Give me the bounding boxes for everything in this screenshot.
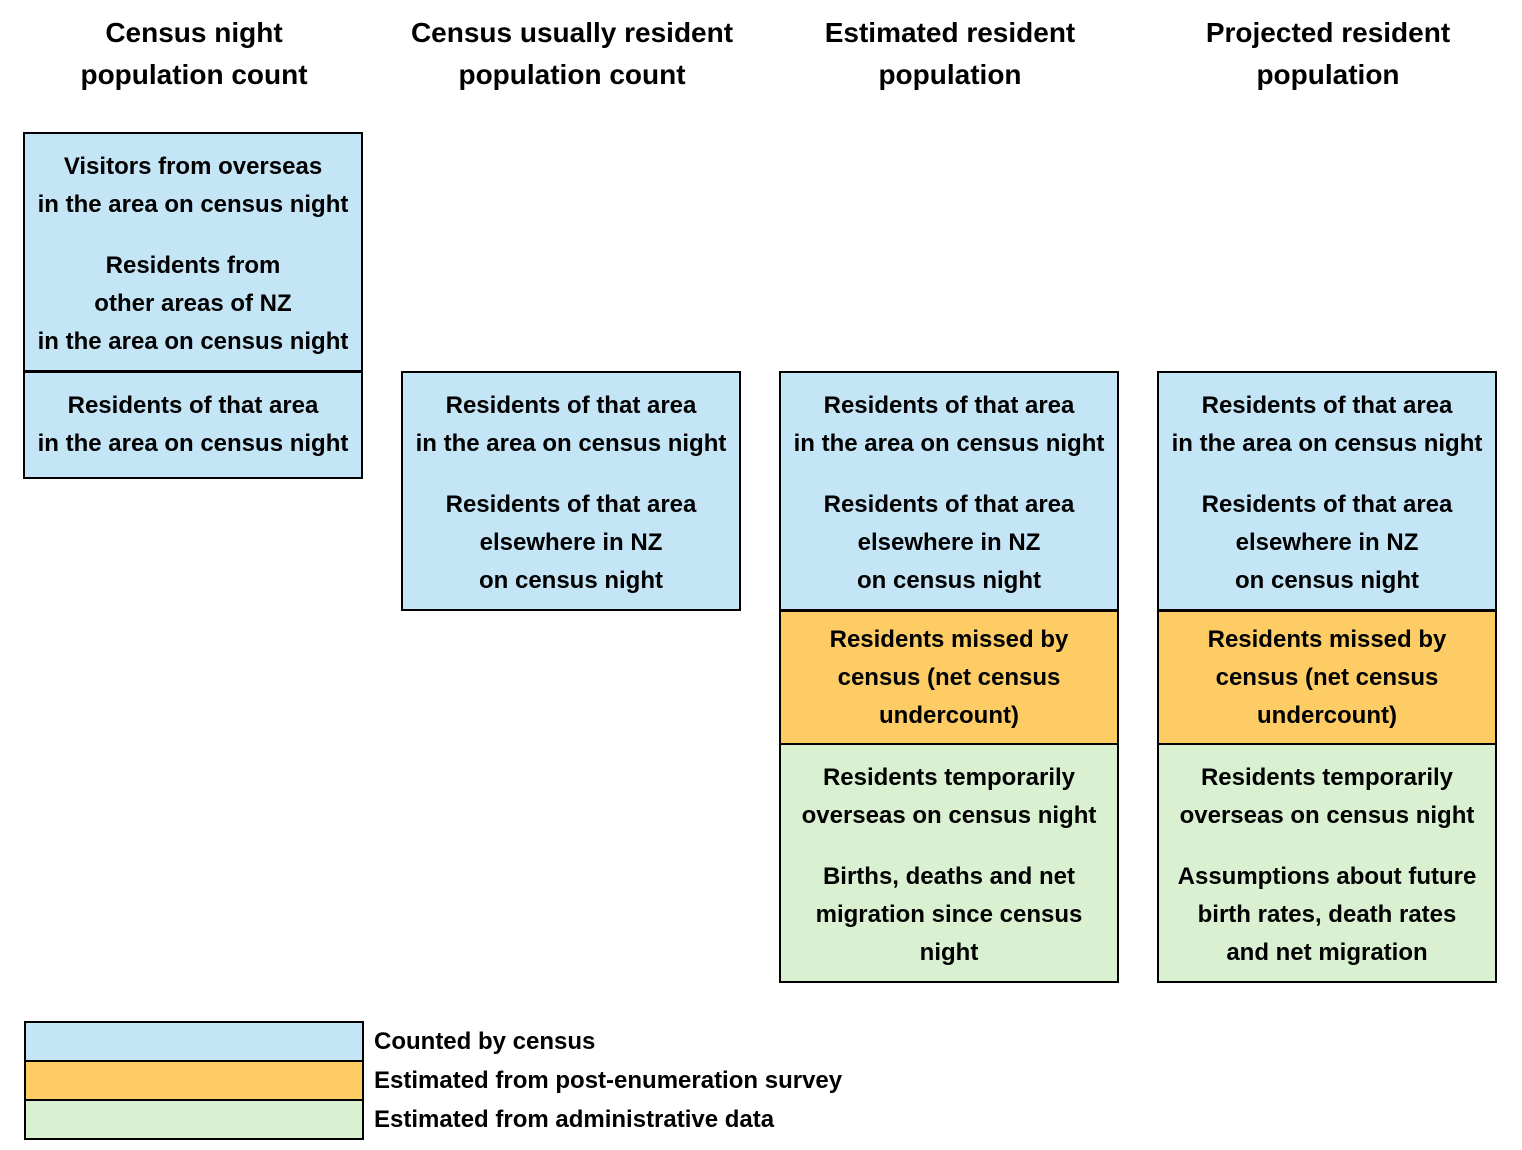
box-residents-elsewhere-nz: Residents of that area elsewhere in NZ o… xyxy=(779,477,1119,611)
box-residents-in-area: Residents of that area in the area on ce… xyxy=(401,371,741,479)
box-residents-elsewhere-nz: Residents of that area elsewhere in NZ o… xyxy=(401,477,741,611)
box-temporarily-overseas: Residents temporarily overseas on census… xyxy=(1157,743,1497,851)
legend-label-admin: Estimated from administrative data xyxy=(374,1106,775,1133)
box-residents-other-areas: Residents from other areas of NZ in the … xyxy=(23,238,363,372)
column-header-projected-resident: Projected resident population xyxy=(1205,17,1451,90)
box-net-census-undercount: Residents missed by census (net census u… xyxy=(779,610,1119,746)
box-residents-in-area: Residents of that area in the area on ce… xyxy=(23,371,363,479)
box-net-census-undercount: Residents missed by census (net census u… xyxy=(1157,610,1497,746)
column-header-estimated-resident: Estimated resident population xyxy=(824,17,1076,90)
box-residents-elsewhere-nz: Residents of that area elsewhere in NZ o… xyxy=(1157,477,1497,611)
box-residents-in-area: Residents of that area in the area on ce… xyxy=(1157,371,1497,479)
box-temporarily-overseas: Residents temporarily overseas on census… xyxy=(779,743,1119,851)
box-visitors-overseas: Visitors from overseas in the area on ce… xyxy=(23,132,363,240)
box-residents-in-area: Residents of that area in the area on ce… xyxy=(779,371,1119,479)
legend-swatch-pes xyxy=(24,1060,364,1101)
column-header-census-night: Census night population count xyxy=(80,17,308,90)
legend-label-pes: Estimated from post-enumeration survey xyxy=(374,1067,843,1094)
legend-label-counted: Counted by census xyxy=(374,1028,596,1055)
box-future-assumptions: Assumptions about future birth rates, de… xyxy=(1157,849,1497,983)
box-births-deaths-migration: Births, deaths and net migration since c… xyxy=(779,849,1119,983)
legend-swatch-counted xyxy=(24,1021,364,1062)
legend-swatch-admin xyxy=(24,1099,364,1140)
column-header-census-usually-resident: Census usually resident population count xyxy=(410,17,734,90)
